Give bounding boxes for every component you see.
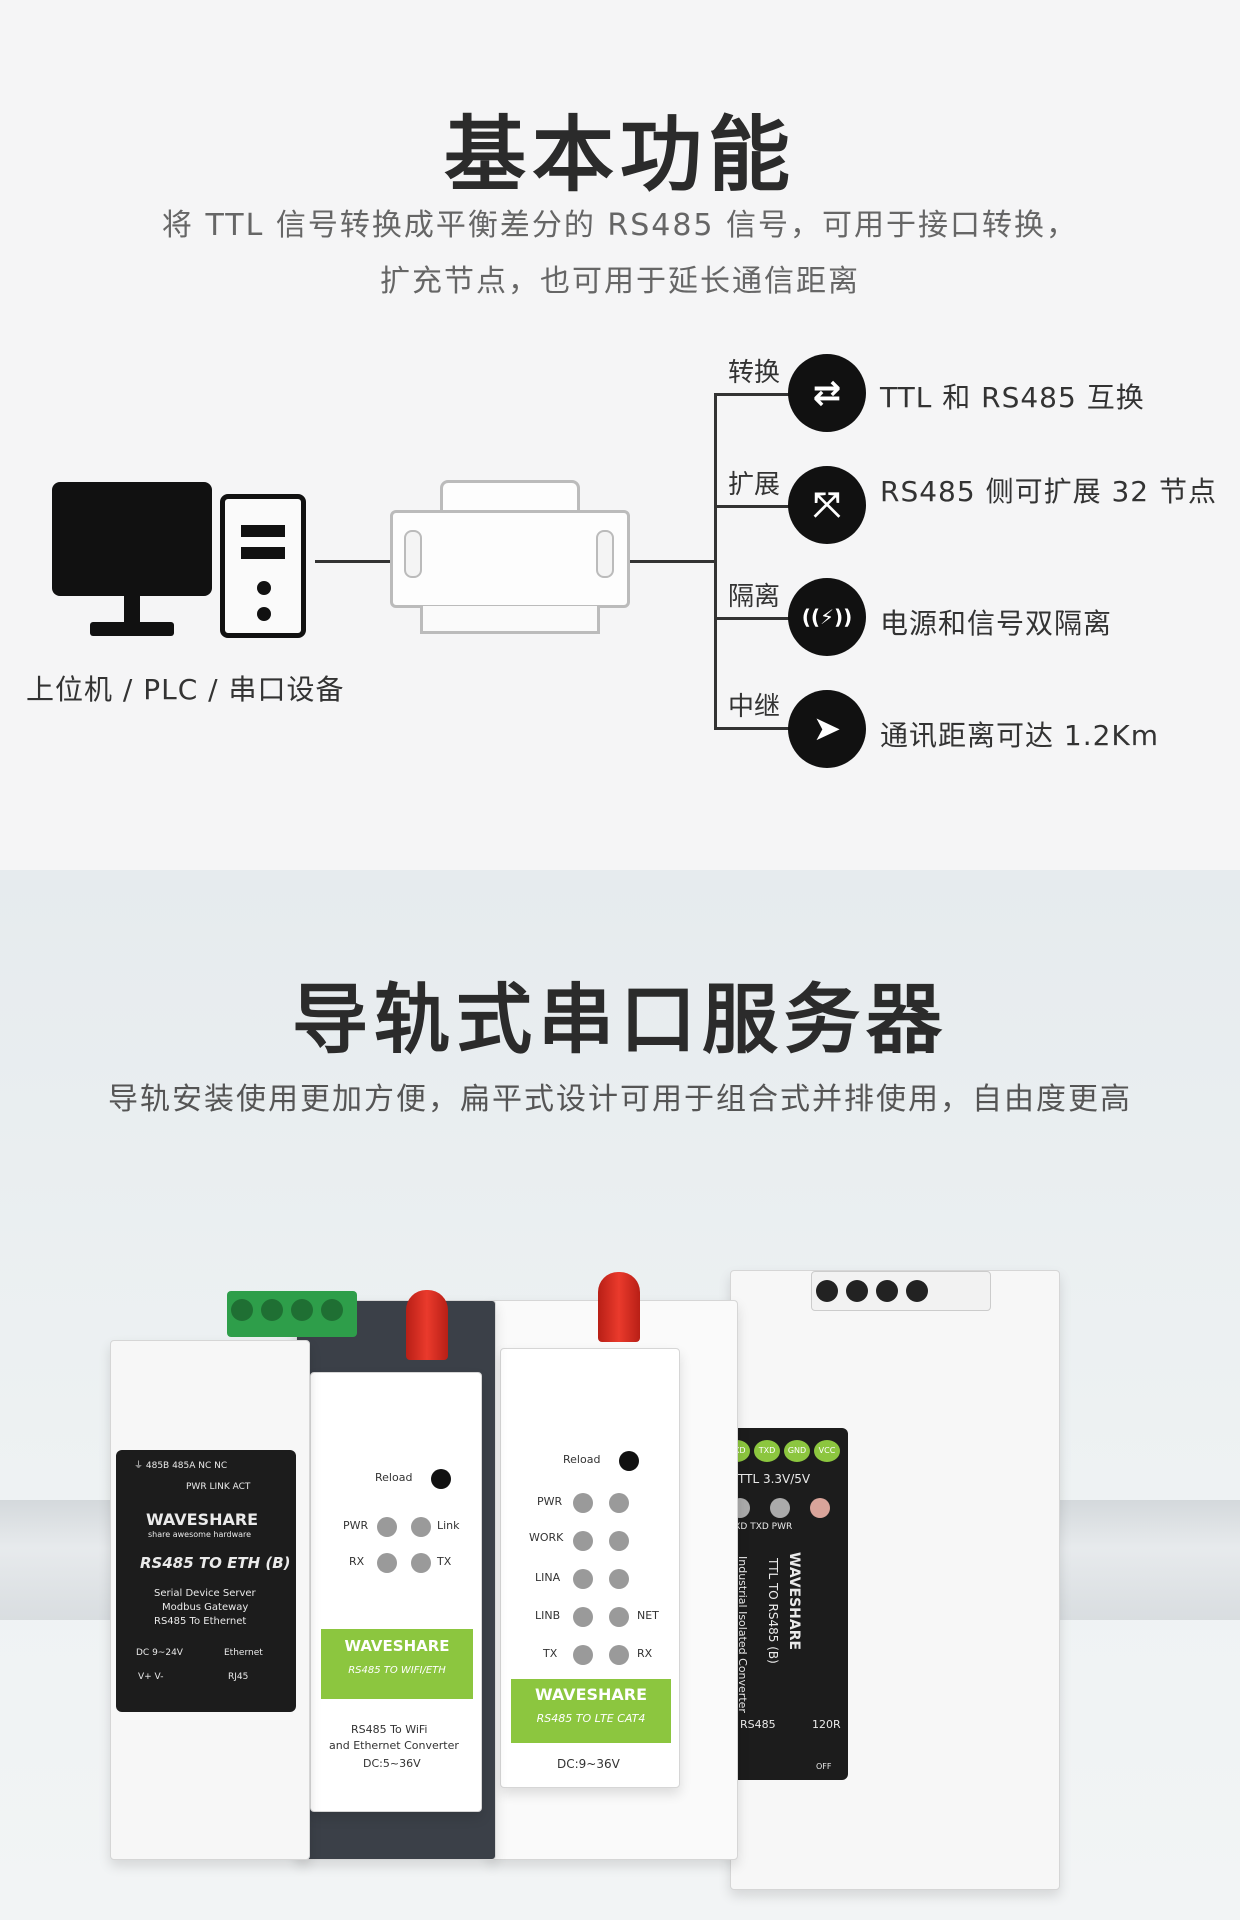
- led-txd: [770, 1498, 790, 1518]
- branch-text-convert: TTL 和 RS485 互换: [880, 381, 1145, 414]
- expand-arrows-icon: ⤧: [788, 466, 866, 544]
- connector-line: [315, 560, 390, 563]
- host-label: 上位机 / PLC / 串口设备: [26, 673, 345, 706]
- wifi-front-panel: Reload PWR Link RX TX WAVESHARE RS485 TO…: [310, 1372, 482, 1812]
- eth-module-panel: ⏚ 485B 485A NC NC PWR LINK ACT WAVESHARE…: [116, 1450, 296, 1712]
- basic-function-section: 基本功能 将 TTL 信号转换成平衡差分的 RS485 信号，可用于接口转换， …: [0, 0, 1240, 870]
- branch-label-convert: 转换: [728, 358, 781, 388]
- monitor-icon: [52, 482, 212, 596]
- section-title: 基本功能: [443, 108, 796, 203]
- reload-button[interactable]: [619, 1451, 639, 1471]
- isolation-signal-icon: ((⚡)): [788, 578, 866, 656]
- branch-label-expand: 扩展: [728, 470, 781, 500]
- section-subtitle-line1: 将 TTL 信号转换成平衡差分的 RS485 信号，可用于接口转换，: [161, 208, 1079, 243]
- connector-line: [630, 560, 716, 563]
- terminal-block: [227, 1291, 357, 1337]
- branch-bracket: [714, 393, 717, 729]
- ttl-module-panel: RXD TXD GND VCC TTL 3.3V/5V RXD TXD PWR …: [716, 1428, 848, 1780]
- reload-button[interactable]: [431, 1469, 451, 1489]
- section-subtitle-line2: 扩充节点，也可用于延长通信距离: [380, 264, 860, 299]
- host-computer-icon: [40, 476, 340, 666]
- lte-front-panel: Reload PWR WORK LINA LINB NET TX RX WAVE…: [500, 1348, 680, 1788]
- led-pwr: [810, 1498, 830, 1518]
- branch-text-isolate: 电源和信号双隔离: [880, 607, 1113, 640]
- wifi-antenna: [406, 1290, 448, 1360]
- send-relay-icon: ➤: [788, 690, 866, 768]
- section-subtitle: 导轨安装使用更加方便，扁平式设计可用于组合式并排使用，自由度更高: [108, 1082, 1132, 1117]
- branch-text-expand: RS485 侧可扩展 32 节点: [880, 475, 1218, 508]
- branch-label-relay: 中继: [728, 692, 781, 722]
- section-title: 导轨式串口服务器: [292, 975, 948, 1064]
- arrows-swap-icon: ⇄: [788, 354, 866, 432]
- branch-label-isolate: 隔离: [728, 582, 781, 612]
- pc-tower-icon: [220, 494, 306, 638]
- branch-text-relay: 通讯距离可达 1.2Km: [880, 719, 1160, 752]
- converter-device-illustration: [390, 470, 630, 642]
- lte-antenna: [598, 1272, 640, 1342]
